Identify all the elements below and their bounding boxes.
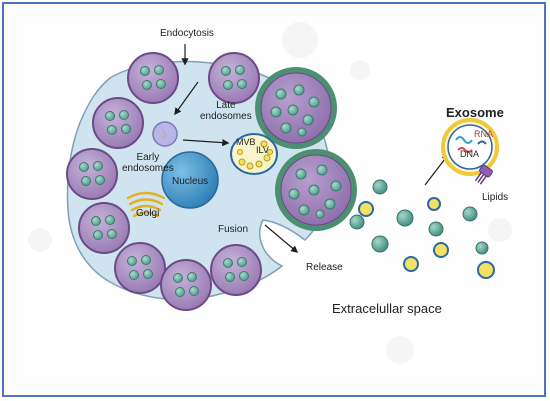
mvb-large-top (255, 67, 337, 149)
label-extracellular-space: Extracelullar space (332, 301, 442, 316)
released-vesicle (428, 221, 444, 237)
released-vesicle (477, 261, 495, 279)
label-endocytosis: Endocytosis (160, 28, 214, 39)
label-dna: DNA (460, 149, 480, 159)
released-vesicle (433, 242, 449, 258)
released-vesicle (462, 206, 478, 222)
golgi-icon (126, 191, 166, 218)
label-release: Release (306, 262, 343, 273)
released-exosomes (349, 179, 495, 279)
released-vesicle (427, 197, 441, 211)
label-late-endosomes: Late endosomes (200, 100, 252, 122)
mvb-small (230, 133, 278, 175)
vesicle (210, 244, 262, 296)
released-vesicle (349, 214, 365, 230)
nucleus (161, 151, 219, 209)
mvb-large-bottom (275, 149, 357, 231)
early-endosome: ʖ (152, 121, 178, 147)
vesicle (66, 148, 118, 200)
label-mvb: MVB (236, 137, 256, 147)
vesicle (208, 52, 260, 104)
vesicle (160, 259, 212, 311)
exosome-detail (441, 118, 499, 185)
vesicle (114, 242, 166, 294)
vesicle (127, 52, 179, 104)
released-vesicle (475, 241, 489, 255)
label-ilv: ILV (256, 145, 269, 155)
vesicle (78, 202, 130, 254)
released-vesicle (371, 235, 389, 253)
released-vesicle (403, 256, 419, 272)
released-vesicle (372, 179, 388, 195)
label-nucleus: Nucleus (172, 176, 209, 187)
label-fusion: Fusion (218, 224, 249, 235)
released-vesicle (396, 209, 414, 227)
label-early-endosomes: Early endosomes (122, 152, 174, 174)
label-exosome: Exosome (446, 105, 504, 120)
released-vesicle (358, 201, 374, 217)
label-lipids: Lipids (482, 192, 509, 203)
svg-text:ʖ: ʖ (161, 129, 167, 141)
lipid-icon (474, 164, 493, 185)
vesicle (92, 97, 144, 149)
background-blobs (28, 22, 512, 364)
label-golgi: Golgi (136, 208, 160, 219)
peripheral-vesicles (66, 52, 262, 311)
arrows (174, 44, 449, 253)
label-rna: RNA (474, 129, 494, 139)
